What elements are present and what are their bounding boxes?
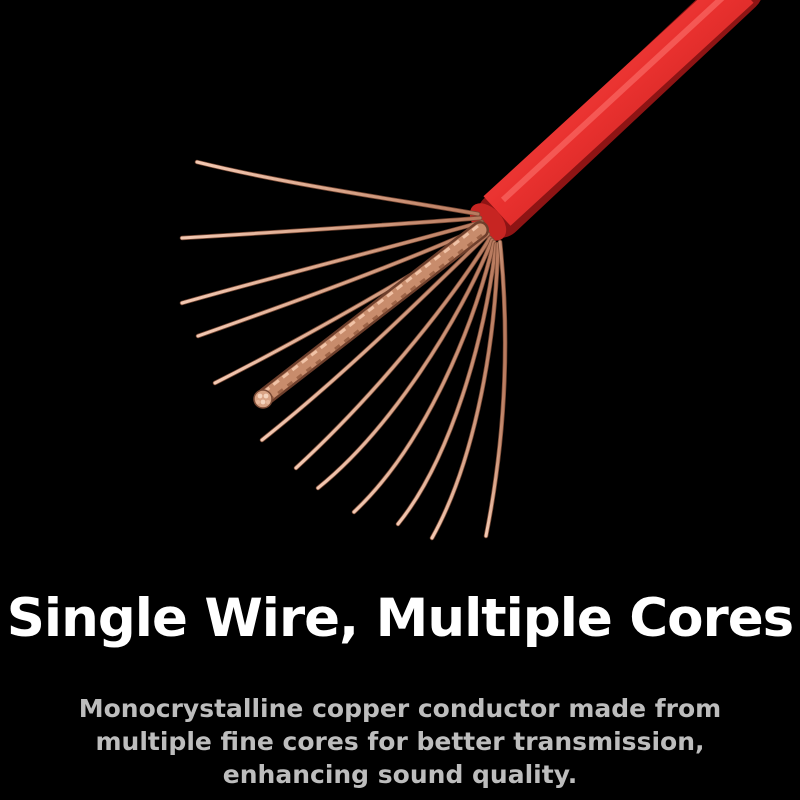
description-line-1: Monocrystalline copper conductor made fr… (78, 694, 722, 723)
copper-strands (179, 159, 508, 541)
red-insulation-jacket (469, 0, 761, 241)
headline: Single Wire, Multiple Cores (6, 588, 794, 649)
description: Monocrystalline copper conductor made fr… (0, 692, 800, 791)
description-line-3: enhancing sound quality. (222, 760, 578, 789)
description-line-2: multiple fine cores for better transmiss… (95, 727, 705, 756)
twisted-core-bundle (253, 221, 489, 409)
